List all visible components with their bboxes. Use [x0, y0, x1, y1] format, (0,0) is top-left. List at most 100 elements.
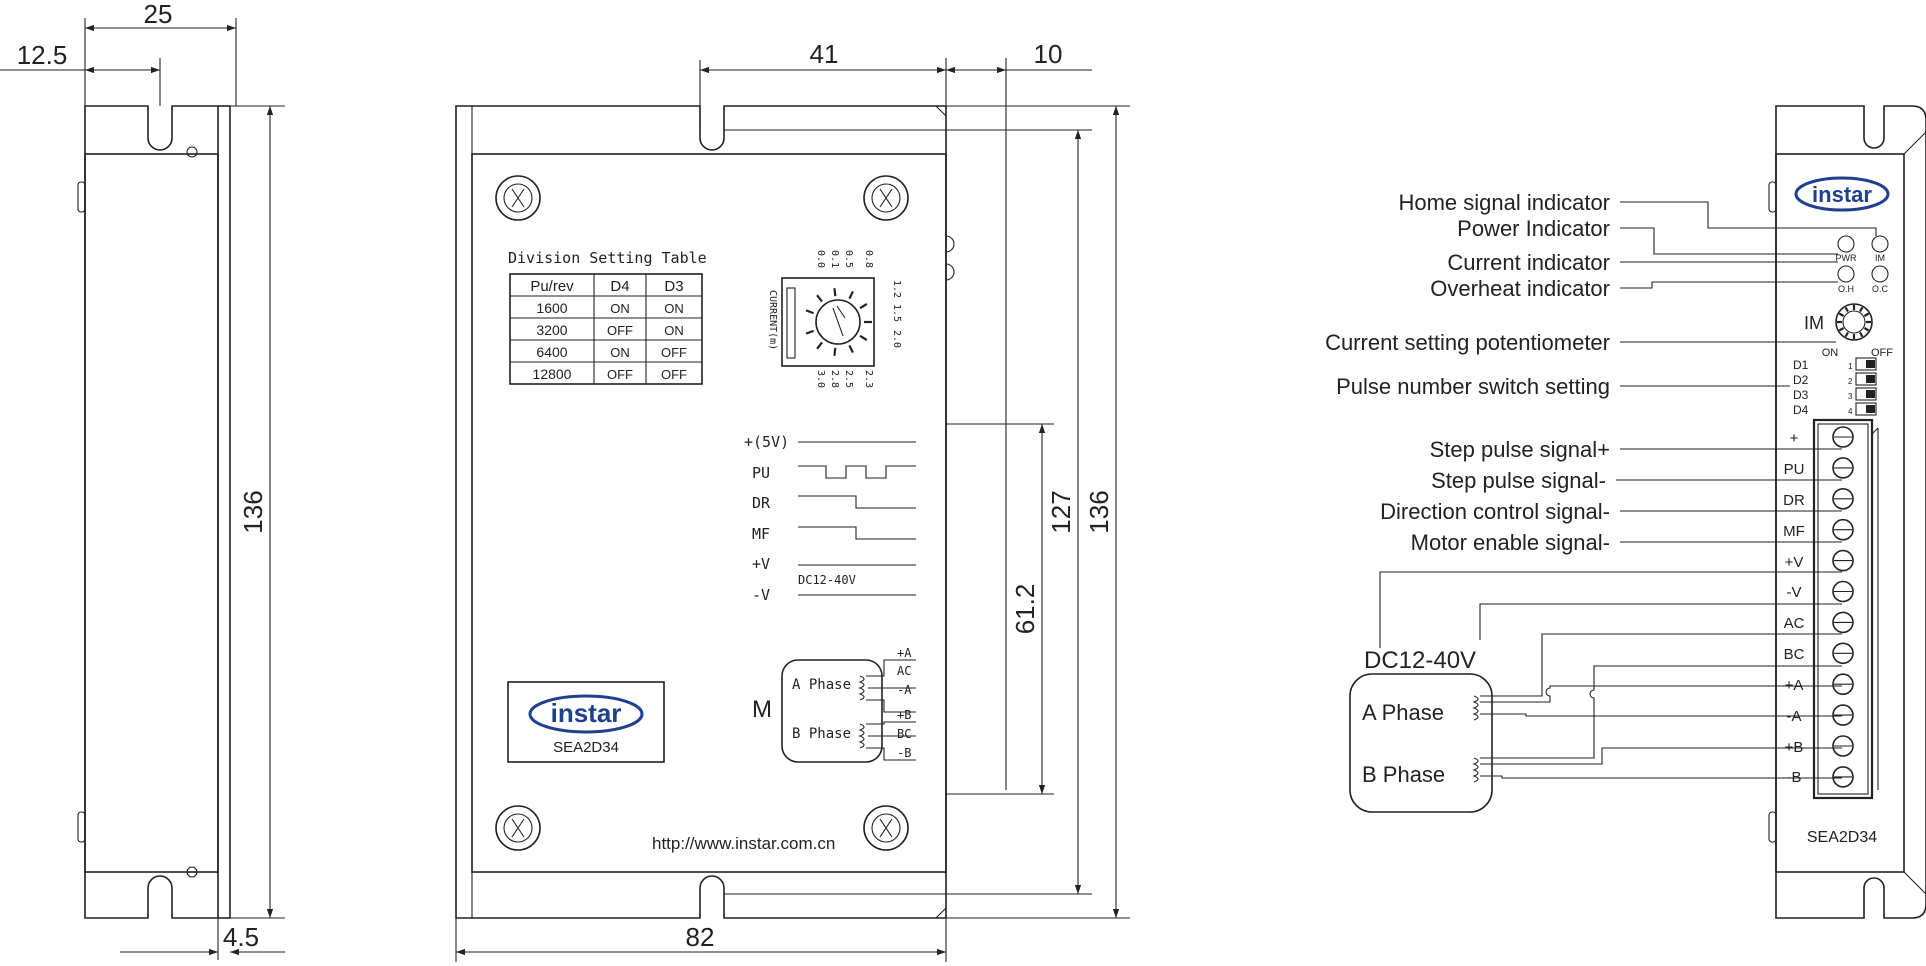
- terminal-a-minus: -A: [897, 683, 912, 697]
- leader-home: [1620, 201, 1877, 236]
- signal-label: +(5V): [744, 433, 789, 451]
- led-label: IM: [1875, 253, 1885, 263]
- dial-ticks: [805, 288, 872, 356]
- terminal-block: + PU DR MF +V -V AC BC +A -A +B -B: [1783, 418, 1879, 800]
- dial-value: 2.0: [891, 330, 902, 348]
- dial-value: 0.1: [829, 250, 840, 268]
- brand-logo-ring: [528, 694, 644, 734]
- dim-61-2-label: 61.2: [1010, 584, 1040, 635]
- table-cell: 6400: [536, 344, 567, 360]
- brand-label-frame: [507, 681, 665, 763]
- tick-mark: [1863, 327, 1870, 332]
- terminal-screw[interactable]: [1832, 426, 1854, 448]
- dial-pointer: [832, 305, 846, 337]
- panel-tab-bottom: [1768, 811, 1777, 843]
- panel-potentiometer: IM ON OFF: [1804, 303, 1893, 359]
- dip-3[interactable]: [1855, 387, 1877, 401]
- wiring-coil-a: [1472, 695, 1479, 721]
- screw-bottom-right: [863, 805, 909, 851]
- wiring-supply: DC12-40V: [1364, 647, 1476, 674]
- brand-label: instar SEA2D34: [507, 681, 665, 763]
- dip-4[interactable]: [1855, 402, 1877, 416]
- brand-url: http://www.instar.com.cn: [652, 834, 835, 853]
- dim-82-label: 82: [686, 922, 715, 952]
- tick-mark: [805, 329, 814, 335]
- division-table-title: Division Setting Table: [508, 249, 707, 267]
- led-label: O.H: [1838, 284, 1854, 294]
- terminal-screw[interactable]: [1832, 611, 1854, 634]
- wiring-diagram: DC12-40V A Phase B Phase: [1349, 571, 1842, 813]
- terminal-screws: [1832, 426, 1854, 788]
- dial-value: 2.3: [863, 370, 874, 388]
- terminal-bc: BC: [897, 727, 911, 741]
- led-label: PWR: [1836, 253, 1857, 263]
- terminal-screw[interactable]: [1832, 457, 1854, 479]
- panel-logo: instar: [1794, 176, 1890, 212]
- terminal-label: MF: [1783, 523, 1805, 540]
- panel-body: [1775, 105, 1926, 919]
- tick-mark: [848, 344, 854, 354]
- terminal-label: +V: [1785, 554, 1804, 571]
- tick-mark: [833, 288, 837, 297]
- leader-power: [1620, 227, 1838, 255]
- tick-mark: [1838, 327, 1845, 332]
- panel-logo-ring: [1794, 176, 1890, 212]
- wire-minus-v: [1479, 603, 1842, 640]
- im-label: IM: [1804, 313, 1824, 333]
- motor-block: M A Phase B Phase +A AC -A +B BC -B: [752, 646, 916, 763]
- panel-dip-switch: D1 D2 D3 D4 1 2 3 4: [1793, 357, 1877, 417]
- dial-value: 2.5: [843, 370, 854, 388]
- panel-logo-text: instar: [1812, 182, 1872, 207]
- front-led-bumps: [945, 235, 955, 281]
- dial-value: 0.8: [863, 250, 874, 268]
- table-cell: 1600: [536, 300, 567, 316]
- dip-1[interactable]: [1855, 357, 1877, 371]
- leader-overheat: [1620, 281, 1838, 289]
- dim-4-5-label: 4.5: [223, 922, 259, 952]
- terminal-screw[interactable]: [1832, 549, 1854, 572]
- table-header-purev: Pu/rev: [530, 278, 574, 295]
- wave-mf: [798, 526, 916, 540]
- tick-mark: [1863, 312, 1870, 317]
- dim-41-label: 41: [810, 39, 839, 69]
- dial-value: 0.0: [815, 250, 826, 268]
- terminal-screw[interactable]: [1832, 487, 1854, 510]
- tick-mark: [848, 290, 854, 300]
- panel-model: SEA2D34: [1807, 829, 1877, 846]
- dip-label: D3: [1793, 388, 1809, 402]
- led-im: [1871, 235, 1889, 253]
- dip-number: 3: [1848, 392, 1853, 401]
- dip-2[interactable]: [1855, 372, 1877, 386]
- wire-bc: [1480, 665, 1842, 759]
- terminal-label: AC: [1784, 615, 1805, 632]
- signal-label: -V: [752, 586, 770, 604]
- motor-label: M: [752, 696, 772, 723]
- dial-knob: [815, 299, 861, 345]
- terminal-screw[interactable]: [1832, 518, 1854, 541]
- front-body-outline: [455, 105, 947, 919]
- callout-current: Current indicator: [1447, 250, 1610, 275]
- terminal-screw[interactable]: [1832, 673, 1854, 696]
- panel-view: instar PWR IM O.H O.C IM ON OFF D1 D2 D3…: [1768, 105, 1926, 919]
- terminal-screw[interactable]: [1832, 704, 1854, 726]
- terminal-b-minus: -B: [897, 746, 911, 760]
- terminal-screw[interactable]: [1832, 642, 1854, 665]
- callout-step-minus: Step pulse signal-: [1431, 468, 1606, 493]
- dim-10-label: 10: [1034, 39, 1063, 69]
- dim-136-side-label: 136: [238, 490, 268, 533]
- panel-leds: PWR IM O.H O.C: [1836, 235, 1889, 294]
- terminal-screw[interactable]: [1832, 766, 1854, 788]
- leads-b: [866, 721, 916, 761]
- terminal-screw[interactable]: [1832, 580, 1854, 603]
- dim-12-5-label: 12.5: [17, 40, 68, 70]
- wire-a-minus: [1480, 713, 1842, 717]
- wiring-coil-b: [1472, 757, 1479, 783]
- terminal-label: BC: [1784, 646, 1805, 663]
- panel-tab-top: [1768, 181, 1777, 213]
- tick-mark: [1859, 306, 1864, 313]
- mount-screws: [495, 175, 909, 851]
- dip-label: D4: [1793, 403, 1809, 417]
- terminal-screw[interactable]: [1832, 735, 1854, 757]
- dim-127-label: 127: [1046, 490, 1076, 533]
- off-label: OFF: [1871, 347, 1893, 359]
